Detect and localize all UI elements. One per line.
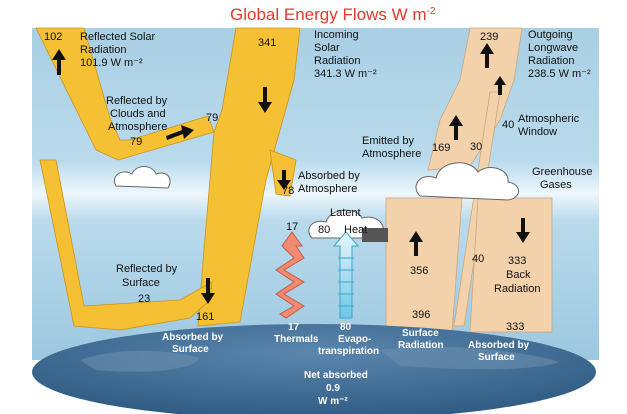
flow-arrows bbox=[52, 43, 530, 304]
landmass-left bbox=[80, 350, 200, 372]
absorbed-surface-label-2: Surface bbox=[172, 344, 209, 355]
arrow-down-icon bbox=[258, 87, 272, 113]
reflected-surface-label-1: Reflected by bbox=[116, 263, 178, 275]
arrow-down-icon bbox=[201, 278, 215, 304]
latent-heat-cloud bbox=[308, 209, 388, 242]
evapotranspiration-label-1: Evapo- bbox=[338, 334, 371, 345]
evapotranspiration-label-2: transpiration bbox=[318, 346, 379, 357]
incoming-solar-label-2: Solar bbox=[314, 42, 340, 54]
absorbed-atmosphere-label-1: Absorbed by bbox=[298, 170, 360, 182]
arrow-down-icon bbox=[516, 218, 530, 243]
reflected-clouds-band bbox=[35, 27, 215, 161]
greenhouse-label-1: Greenhouse bbox=[532, 166, 593, 178]
back-radiation-label-1: Back bbox=[506, 269, 531, 281]
window-lower-value: 40 bbox=[472, 253, 484, 265]
reflected-surface-value: 23 bbox=[138, 293, 150, 305]
absorbed-atmosphere-value: 78 bbox=[282, 185, 294, 197]
thermals-label: Thermals bbox=[274, 334, 319, 345]
arrow-down-icon bbox=[277, 170, 291, 190]
reflected-surface-band bbox=[39, 159, 213, 331]
evapotranspiration-value: 80 bbox=[340, 322, 352, 333]
solar-flows bbox=[35, 27, 301, 331]
atmospheric-window-label-2: Window bbox=[518, 126, 557, 138]
emitted-atmosphere-label-2: Atmosphere bbox=[362, 148, 421, 160]
atmospheric-window-value: 40 bbox=[502, 119, 514, 131]
surface-radiation-label-2: Radiation bbox=[398, 340, 444, 351]
arrow-up-icon bbox=[52, 49, 66, 75]
reflected-surface-label-2: Surface bbox=[122, 277, 160, 289]
surface-radiation-bottom-value: 396 bbox=[412, 309, 430, 321]
thermals-arrow bbox=[275, 231, 305, 319]
thermals-top-value: 17 bbox=[286, 221, 298, 233]
absorbed-atmosphere-label-2: Atmosphere bbox=[298, 183, 357, 195]
longwave-flows bbox=[385, 27, 553, 333]
absorbed-surface-value: 161 bbox=[196, 311, 214, 323]
latent-heat-value: 80 bbox=[318, 224, 330, 236]
emitted-atmosphere-value: 169 bbox=[432, 142, 450, 154]
arrow-up-icon bbox=[409, 231, 423, 256]
outgoing-longwave-label-1: Outgoing bbox=[528, 29, 573, 41]
greenhouse-label-2: Gases bbox=[540, 179, 572, 191]
incoming-solar-label-1: Incoming bbox=[314, 29, 359, 41]
reflected-solar-label-1: Reflected Solar bbox=[80, 31, 156, 43]
back-radiation-value: 333 bbox=[508, 255, 526, 267]
cloud-emission-value: 30 bbox=[470, 141, 482, 153]
atmospheric-window-label-1: Atmospheric bbox=[518, 113, 580, 125]
outgoing-longwave-label-3: Radiation bbox=[528, 55, 574, 67]
net-absorbed-label-1: Net absorbed bbox=[304, 370, 368, 381]
outgoing-longwave-label-2: Longwave bbox=[528, 42, 578, 54]
cloud-right bbox=[415, 162, 519, 201]
reflected-clouds-value: 79 bbox=[206, 112, 218, 124]
landmass-right bbox=[380, 346, 560, 370]
thermals-value: 17 bbox=[288, 322, 300, 333]
back-radiation-bottom-value: 333 bbox=[506, 321, 524, 333]
arrow-up-icon bbox=[494, 76, 506, 95]
absorbed-surface-label-1: Absorbed by bbox=[162, 332, 224, 343]
emitted-atmosphere-label-1: Emitted by bbox=[362, 135, 414, 147]
back-radiation-label-2: Radiation bbox=[494, 283, 540, 295]
latent-heat-label-2: Heat bbox=[344, 224, 367, 236]
incoming-solar-label-4: 341.3 W m⁻² bbox=[314, 68, 377, 80]
reflected-solar-label-3: 101.9 W m⁻² bbox=[80, 57, 143, 69]
earth-globe bbox=[32, 324, 596, 414]
reflected-clouds-label-4: 79 bbox=[130, 136, 142, 148]
incoming-solar-label-3: Radiation bbox=[314, 55, 360, 67]
reflected-solar-value: 102 bbox=[44, 31, 62, 43]
absorbed-surface-right-label-1: Absorbed by bbox=[468, 340, 530, 351]
net-absorbed-label-2: 0.9 bbox=[326, 383, 340, 394]
outgoing-longwave-label-4: 238.5 W m⁻² bbox=[528, 68, 591, 80]
cloud-left bbox=[114, 166, 171, 189]
arrow-left-icon bbox=[166, 125, 194, 140]
back-radiation-band bbox=[469, 197, 553, 333]
incoming-solar-band bbox=[197, 27, 301, 327]
arrow-up-icon bbox=[480, 43, 494, 68]
reflected-clouds-label-2: Clouds and bbox=[110, 108, 166, 120]
surface-radiation-label-1: Surface bbox=[402, 328, 439, 339]
evapotranspiration-arrow bbox=[332, 231, 360, 319]
reflected-clouds-label-3: Atmosphere bbox=[108, 121, 167, 133]
arrow-up-icon bbox=[449, 115, 463, 140]
incoming-solar-value: 341 bbox=[258, 37, 276, 49]
latent-heat-cloud-shadow bbox=[362, 228, 388, 242]
latent-heat-label-1: Latent bbox=[330, 207, 361, 219]
reflected-clouds-label-1: Reflected by bbox=[106, 95, 168, 107]
outgoing-longwave-value: 239 bbox=[480, 31, 498, 43]
net-absorbed-label-3: W m⁻² bbox=[318, 396, 348, 407]
absorbed-surface-right-label-2: Surface bbox=[478, 352, 515, 363]
reflected-solar-label-2: Radiation bbox=[80, 44, 126, 56]
surface-radiation-value: 356 bbox=[410, 265, 428, 277]
diagram-title: Global Energy Flows W m-2 bbox=[230, 5, 436, 24]
